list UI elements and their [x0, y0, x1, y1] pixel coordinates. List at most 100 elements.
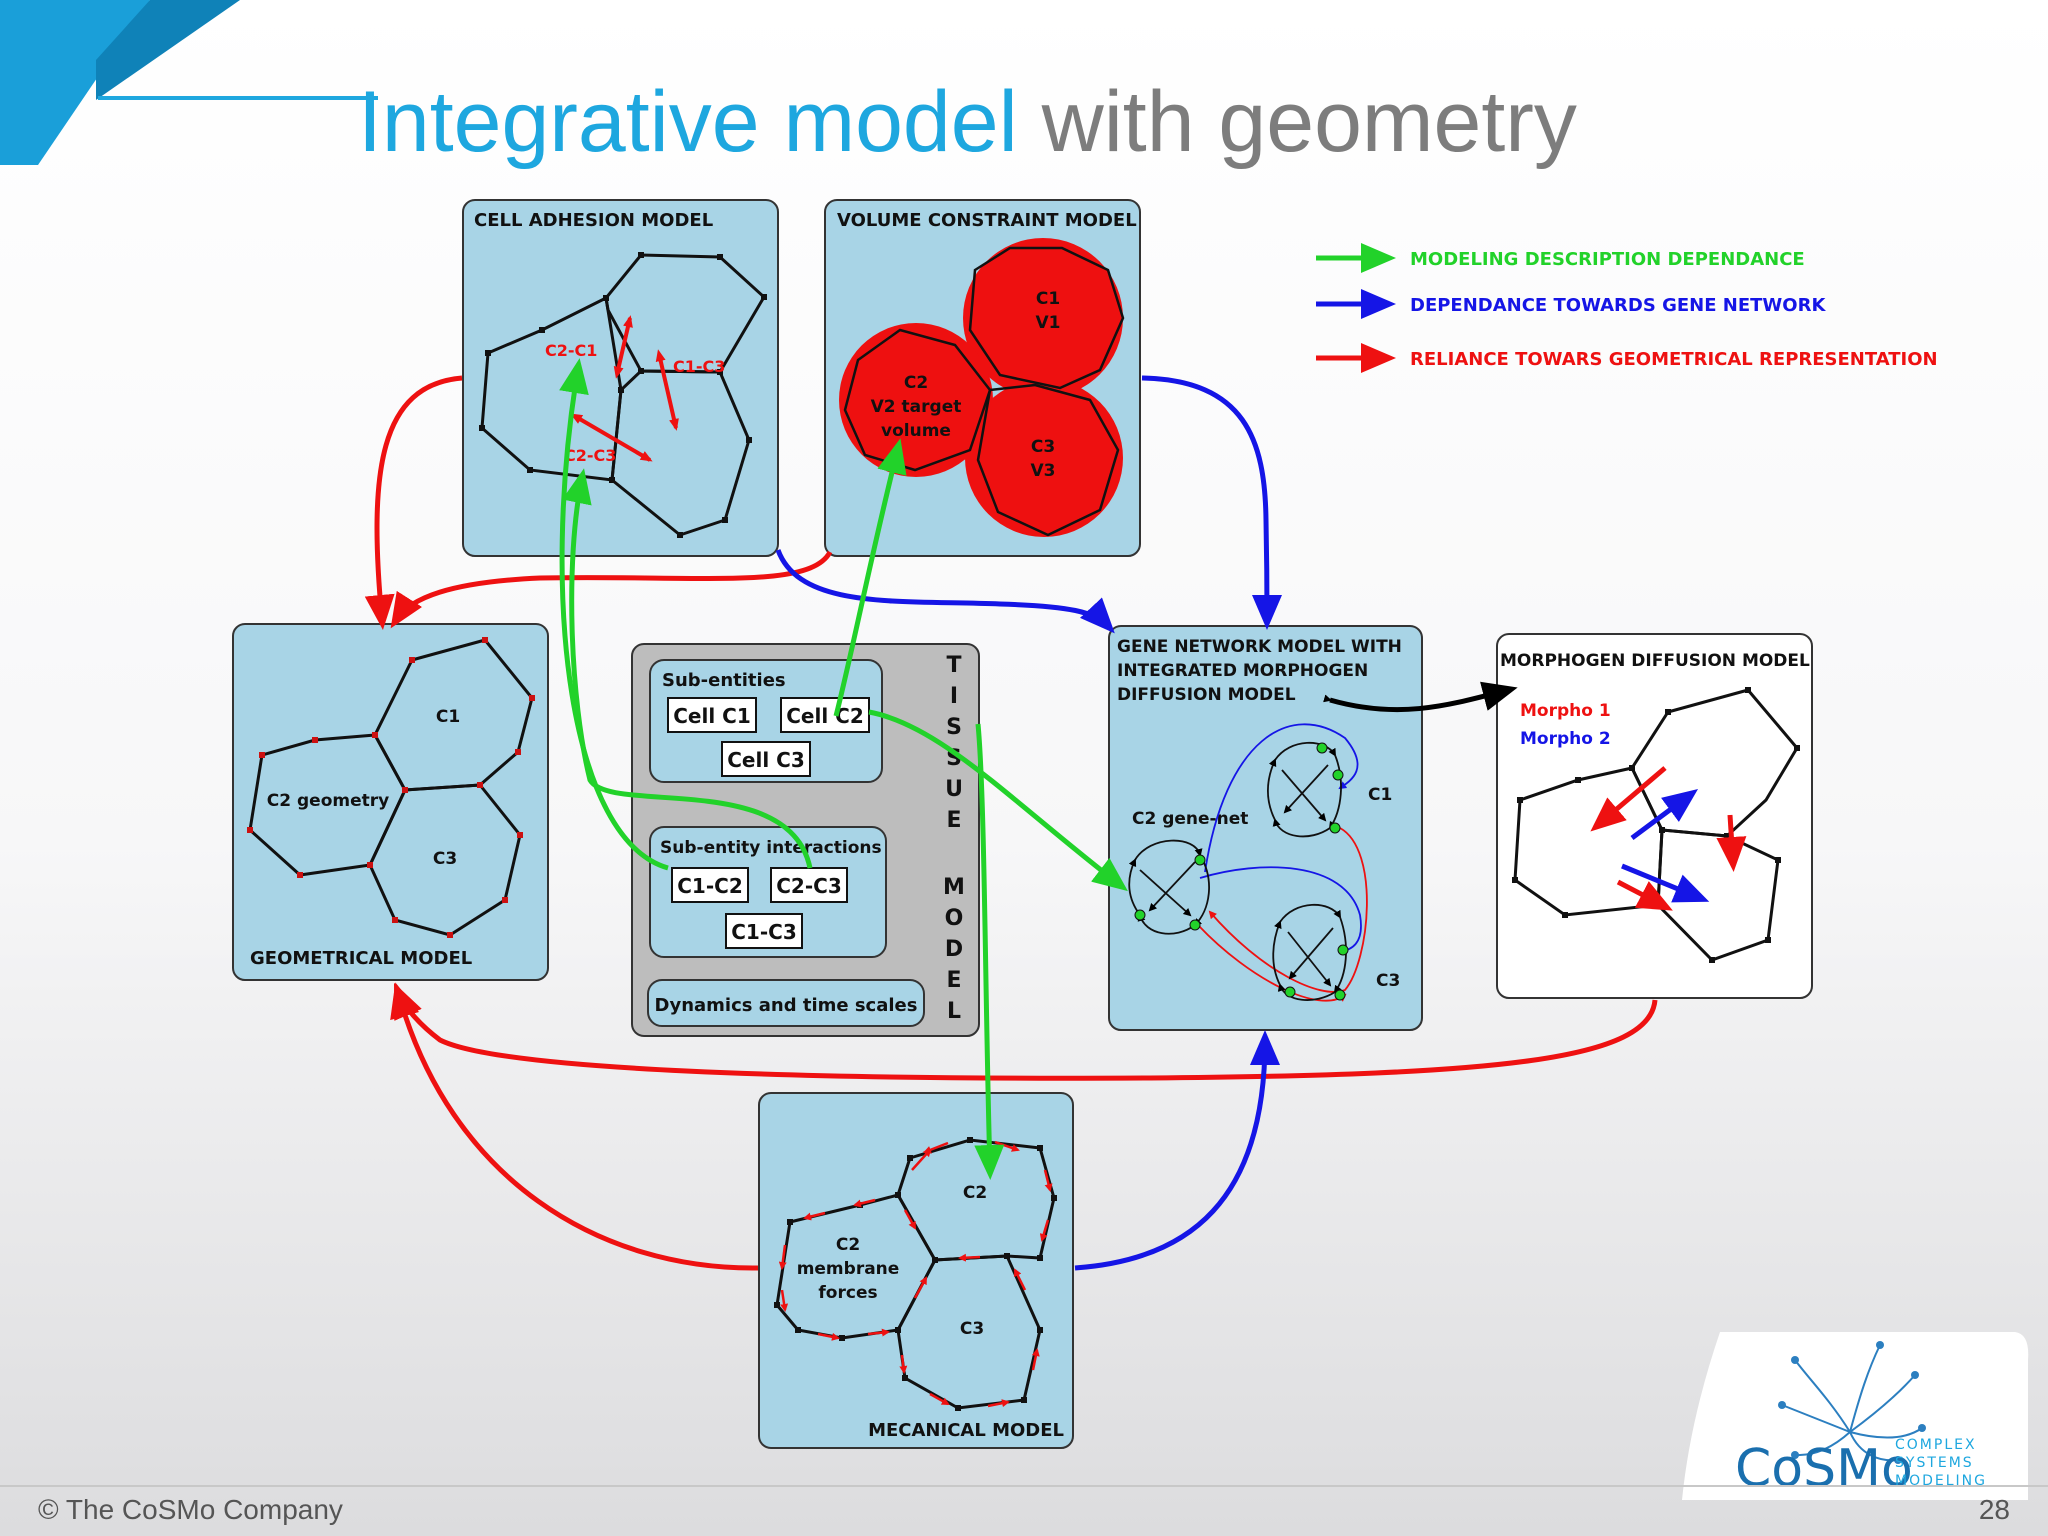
volume-constraint-title: VOLUME CONSTRAINT MODEL: [837, 210, 1137, 231]
volume-cell-c3: [965, 379, 1123, 537]
morpho1-label: Morpho 1: [1520, 701, 1611, 721]
cell-c3-label: Cell C3: [727, 748, 805, 772]
green-arrow-c2c3-to-adhesion: [562, 468, 813, 869]
black-double-arrow-gene-morphogen: [1323, 681, 1518, 713]
green-arrow-c1c2-to-adhesion: [559, 358, 669, 871]
cell-c3-box: [721, 741, 811, 777]
corner-decoration: [0, 0, 378, 165]
sub-entities-box: [649, 659, 883, 783]
vertical-letter: E: [946, 968, 961, 993]
gene-network-title-line1: GENE NETWORK MODEL WITH: [1117, 637, 1402, 657]
green-arrow-cell-to-mechanical: [974, 723, 1005, 1180]
c1c2-label: C1-C2: [677, 874, 743, 898]
geometrical-panel: C1 C2 geometry C3 GEOMETRICAL MODEL: [232, 623, 549, 981]
red-arrow-adhesion-to-geometry: [364, 375, 463, 630]
mechanical-title: MECANICAL MODEL: [868, 1420, 1064, 1441]
vertical-letter: I: [950, 684, 958, 709]
gene-network-title-line3: DIFFUSION MODEL: [1117, 685, 1296, 705]
vertical-letter: O: [945, 906, 964, 931]
volume-v1-label: V1: [1036, 313, 1061, 333]
cell-c2-label: Cell C2: [786, 704, 864, 728]
vertical-letter: L: [947, 999, 961, 1024]
mech-membrane-line1: C2: [836, 1235, 860, 1255]
mechanical-panel: C2 C2 membrane forces C3 MECANICAL MODEL: [758, 1092, 1074, 1449]
legend-label-blue: DEPENDANCE TOWARDS GENE NETWORK: [1410, 295, 1826, 316]
cell-c1-box: [667, 697, 757, 733]
footer-copyright: © The CoSMo Company: [38, 1494, 343, 1525]
c1c2-box: [671, 867, 749, 903]
vertical-letter: E: [946, 808, 961, 833]
volume-c3-label: C3: [1031, 437, 1055, 457]
volume-constraint-panel: VOLUME CONSTRAINT MODEL C1 V1 C2 V2 targ…: [824, 199, 1141, 557]
cell-adhesion-title: CELL ADHESION MODEL: [474, 210, 713, 231]
slide-title: Integrative model with geometry: [358, 72, 1577, 172]
green-arrow-cell-to-volume: [833, 438, 907, 717]
red-arrow-mechanical-to-geometry: [390, 982, 759, 1271]
mech-c2-label: C2: [963, 1183, 987, 1203]
logo-tagline-2: SYSTEMS: [1895, 1455, 1974, 1471]
gene-network-panel: GENE NETWORK MODEL WITH INTEGRATED MORPH…: [1108, 625, 1423, 1031]
logo-emblem-icon: [1781, 1344, 1923, 1462]
gene-c2-label: C2 gene-net: [1132, 809, 1248, 829]
connectors: [364, 358, 1658, 1271]
title-highlight: Integrative model: [358, 74, 1018, 170]
legend-label-red: RELIANCE TOWARS GEOMETRICAL REPRESENTATI…: [1410, 349, 1938, 370]
geo-c2-label: C2 geometry: [267, 791, 389, 811]
cell-c1-label: Cell C1: [673, 704, 751, 728]
sub-entities-title: Sub-entities: [662, 670, 786, 691]
gene-network-title-line2: INTEGRATED MORPHOGEN: [1117, 661, 1368, 681]
morphogen-title: MORPHOGEN DIFFUSION MODEL: [1500, 651, 1810, 671]
dynamics-label: Dynamics and time scales: [655, 995, 918, 1016]
c1c3-label: C1-C3: [731, 920, 797, 944]
adhesion-pair-c2c3: C2-C3: [564, 446, 616, 465]
red-arrow-morphogen-to-geometry: [393, 982, 1658, 1081]
title-rest: with geometry: [1017, 74, 1577, 170]
volume-c1-label: C1: [1036, 289, 1060, 309]
dynamics-box: [647, 979, 925, 1027]
interactions-title: Sub-entity interactions: [660, 838, 882, 858]
geo-c3-label: C3: [433, 849, 457, 869]
page-number: 28: [1978, 1494, 2010, 1525]
vertical-letter: D: [945, 937, 963, 962]
vertical-letter: T: [946, 653, 961, 678]
mech-membrane-line3: forces: [818, 1283, 877, 1303]
legend: MODELING DESCRIPTION DEPENDANCE DEPENDAN…: [1316, 243, 1938, 373]
gene-c1-label: C1: [1368, 785, 1392, 805]
blue-arrow-adhesion-to-gene: [775, 549, 1115, 634]
logo-name: CoSMo: [1735, 1439, 1913, 1499]
blue-arrow-volume-to-gene: [1141, 375, 1282, 630]
adhesion-cell-c3: [610, 369, 751, 537]
cell-c2-box: [780, 697, 870, 733]
cell-adhesion-panel: CELL ADHESION MODEL C2-C1 C1-C3 C2-C3: [462, 199, 779, 557]
vertical-letter: M: [943, 875, 965, 900]
volume-v2-line1: V2 target: [871, 397, 962, 417]
c2c3-box: [770, 867, 848, 903]
gene-c3-label: C3: [1376, 971, 1400, 991]
tissue-model-panel: Sub-entities Cell C1 Cell C2 Cell C3 Sub…: [631, 643, 980, 1037]
sub-entity-interactions-box: [649, 826, 887, 958]
vertical-letter: S: [946, 715, 962, 740]
c1c3-box: [725, 913, 803, 949]
volume-cell-c1: [963, 238, 1123, 398]
cosmo-logo: CoSMo COMPLEX SYSTEMS MODELING: [1682, 1332, 2029, 1500]
mech-cell-c3: [896, 1254, 1042, 1410]
red-arrow-volume-to-geometry: [390, 550, 833, 629]
blue-arrow-mechanical-to-gene: [1074, 1030, 1280, 1271]
volume-v3-label: V3: [1031, 461, 1056, 481]
morphogen-panel: MORPHOGEN DIFFUSION MODEL Morpho 1 Morph…: [1496, 633, 1813, 999]
gene-net-c1: [1267, 741, 1342, 838]
gene-net-c3: [1272, 903, 1347, 1001]
morpho2-label: Morpho 2: [1520, 729, 1611, 749]
volume-v2-line2: volume: [881, 421, 951, 441]
geo-cell-c3: [368, 783, 522, 937]
tissue-vertical-label: T I S S U E M O D E L: [943, 653, 965, 1024]
logo-tagline-1: COMPLEX: [1895, 1437, 1977, 1453]
geo-c1-label: C1: [436, 707, 460, 727]
gene-net-c2: [1128, 839, 1210, 935]
mech-membrane-line2: membrane: [797, 1259, 900, 1279]
c2c3-label: C2-C3: [776, 874, 842, 898]
mech-c3-label: C3: [960, 1319, 984, 1339]
adhesion-pair-c2c1: C2-C1: [545, 341, 597, 360]
adhesion-pair-c1c3: C1-C3: [673, 357, 725, 376]
